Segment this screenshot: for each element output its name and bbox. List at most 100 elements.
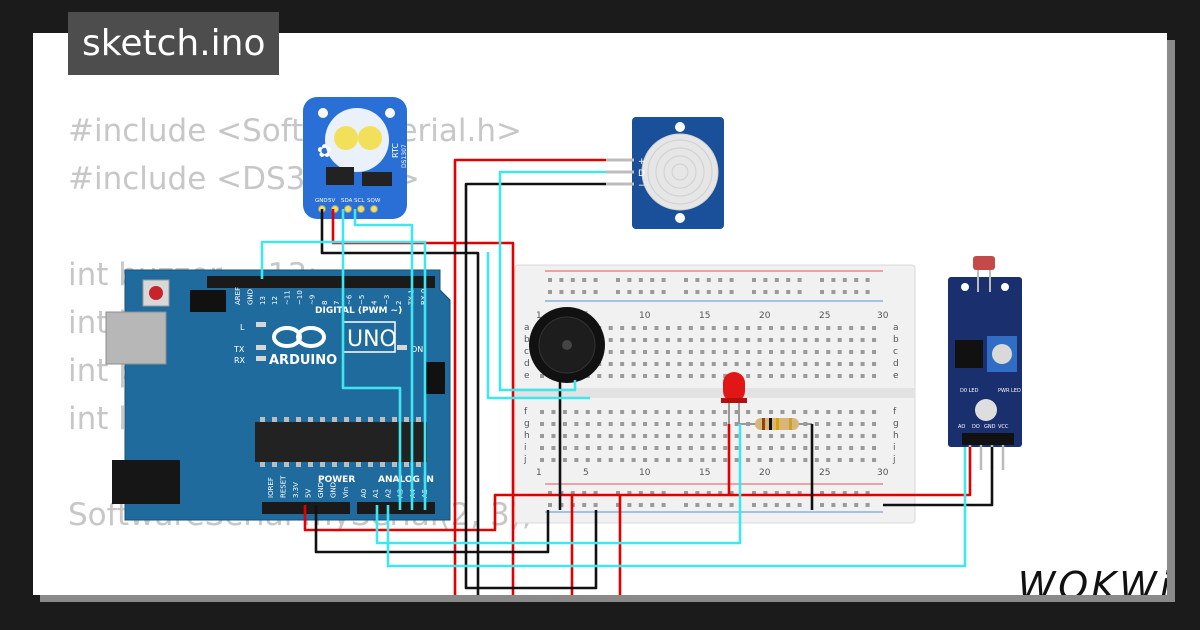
arduino-logo-icon [272, 326, 326, 348]
arduino-uno-board[interactable]: ARDUINO UNO DIGITAL (PWM ~) POWER ANALOG… [105, 269, 451, 521]
code-line: DS3231 rtc; [68, 587, 668, 595]
analog-header [357, 502, 435, 514]
power-pin-labels: IOREF RESET 3.3V 5V GND GND Vin [267, 475, 350, 498]
digital-pin-label: 7 [333, 301, 341, 305]
svg-text:30: 30 [877, 311, 889, 321]
power-pin-label: GND [330, 482, 338, 498]
svg-text:30: 30 [877, 468, 889, 478]
power-pin-label: IOREF [267, 477, 275, 498]
svg-text:b: b [893, 335, 899, 345]
svg-text:h: h [524, 431, 530, 441]
power-pin-label: RESET [280, 475, 288, 498]
wokwi-logo: WOKWi [1008, 563, 1167, 595]
digital-pin-label: 12 [271, 296, 279, 305]
pir-pin-vcc-label: + [638, 157, 646, 167]
svg-text:20: 20 [759, 311, 771, 321]
digital-pin-label: ~10 [296, 290, 304, 305]
arduino-logo-text: ARDUINO [269, 353, 337, 368]
ldr-pin-gnd-label: GND [984, 424, 996, 430]
svg-text:10: 10 [639, 468, 651, 478]
digital-pin-label: ~11 [284, 290, 292, 305]
pir-motion-sensor[interactable]: + D − [606, 117, 724, 229]
svg-text:1: 1 [536, 468, 542, 478]
analog-pin-label: A1 [372, 489, 380, 498]
breadboard-labels: 1 5 10 15 20 25 30 1 5 10 15 20 25 30 a … [523, 311, 899, 478]
svg-text:h: h [893, 431, 899, 441]
wires [260, 158, 994, 595]
reset-button[interactable] [149, 286, 163, 300]
svg-text:25: 25 [819, 311, 830, 321]
svg-text:d: d [524, 359, 530, 369]
svg-text:f: f [524, 407, 528, 417]
svg-text:f: f [893, 407, 897, 417]
rtc-pin-label: SCL [354, 198, 365, 204]
red-led[interactable] [721, 372, 747, 424]
svg-text:b: b [524, 335, 530, 345]
file-tab[interactable]: sketch.ino [68, 12, 280, 75]
analog-label: ANALOG IN [378, 475, 434, 485]
adafruit-star-icon: ✿ [317, 141, 332, 162]
svg-text:e: e [524, 371, 530, 381]
power-label: POWER [318, 475, 355, 485]
ldr-pin-ao-label: AO [958, 424, 965, 430]
rtc-pin-label: GND [315, 198, 328, 204]
svg-text:a: a [893, 323, 899, 333]
ldr-module[interactable]: AO DO GND VCC D0 LED PWR LED [948, 256, 1022, 470]
rtc-pin-label: SDA [341, 198, 353, 204]
digital-pin-label: ~9 [308, 295, 316, 305]
piezo-buzzer[interactable] [529, 307, 605, 383]
card-shadow-bottom [40, 595, 1175, 602]
breadboard[interactable]: 1 5 10 15 20 25 30 1 5 10 15 20 25 30 a … [514, 264, 916, 524]
svg-text:i: i [524, 443, 527, 453]
photoresistor-icon [973, 256, 995, 270]
breadboard-holes [540, 278, 877, 507]
rtc-chip-label: RTC [391, 143, 400, 158]
power-pin-label: Vin [342, 487, 350, 498]
analog-pin-label: A2 [384, 489, 392, 498]
svg-text:j: j [523, 455, 527, 465]
atmega-chip [255, 422, 427, 462]
svg-text:g: g [524, 419, 530, 429]
svg-text:c: c [524, 347, 529, 357]
digital-pin-label: ~6 [346, 294, 354, 305]
rtc-pin-label: SQW [367, 198, 381, 204]
power-pin-label: 5V [305, 489, 313, 498]
svg-text:10: 10 [639, 311, 651, 321]
svg-text:i: i [893, 443, 896, 453]
digital-pin-label: 4 [370, 300, 378, 305]
rtc-part-label: DS1307 [401, 144, 408, 168]
digital-pin-label: GND [246, 289, 254, 305]
l-label: L [240, 323, 245, 332]
rx-label: RX [234, 356, 246, 365]
arduino-model-text: UNO [347, 327, 397, 352]
svg-text:c: c [893, 347, 898, 357]
digital-label: DIGITAL (PWM ~) [315, 306, 402, 316]
svg-text:5: 5 [583, 468, 589, 478]
power-pin-label: 3.3V [292, 482, 300, 498]
rtc-pin-label: 5V [328, 198, 335, 204]
svg-text:20: 20 [759, 468, 771, 478]
tx-label: TX [233, 345, 245, 354]
pir-pin-data-label: D [638, 169, 645, 179]
circuit-diagram: 1 5 10 15 20 25 30 1 5 10 15 20 25 30 a … [105, 97, 1022, 595]
svg-text:g: g [893, 419, 899, 429]
ldr-pin-vcc-label: VCC [998, 424, 1009, 430]
digital-pin-label: 2 [395, 301, 403, 305]
ldr-d0-led-label: D0 LED [960, 388, 979, 394]
power-pin-label: GND [317, 482, 325, 498]
svg-text:15: 15 [699, 311, 710, 321]
pir-pin-gnd-label: − [638, 181, 646, 191]
ldr-pin-do-label: DO [972, 424, 980, 430]
digital-pin-label: ~3 [383, 295, 391, 305]
digital-pin-label: ~5 [358, 295, 366, 305]
usb-port [105, 311, 167, 365]
preview-card: #include <SoftwareSerial.h>#include <DS3… [33, 33, 1167, 595]
svg-text:a: a [524, 323, 530, 333]
svg-text:d: d [893, 359, 899, 369]
power-jack [112, 460, 180, 504]
svg-text:j: j [892, 455, 896, 465]
card-shadow-right [1167, 40, 1175, 602]
digital-pin-label: AREF [234, 287, 242, 305]
resistor[interactable] [740, 418, 812, 430]
